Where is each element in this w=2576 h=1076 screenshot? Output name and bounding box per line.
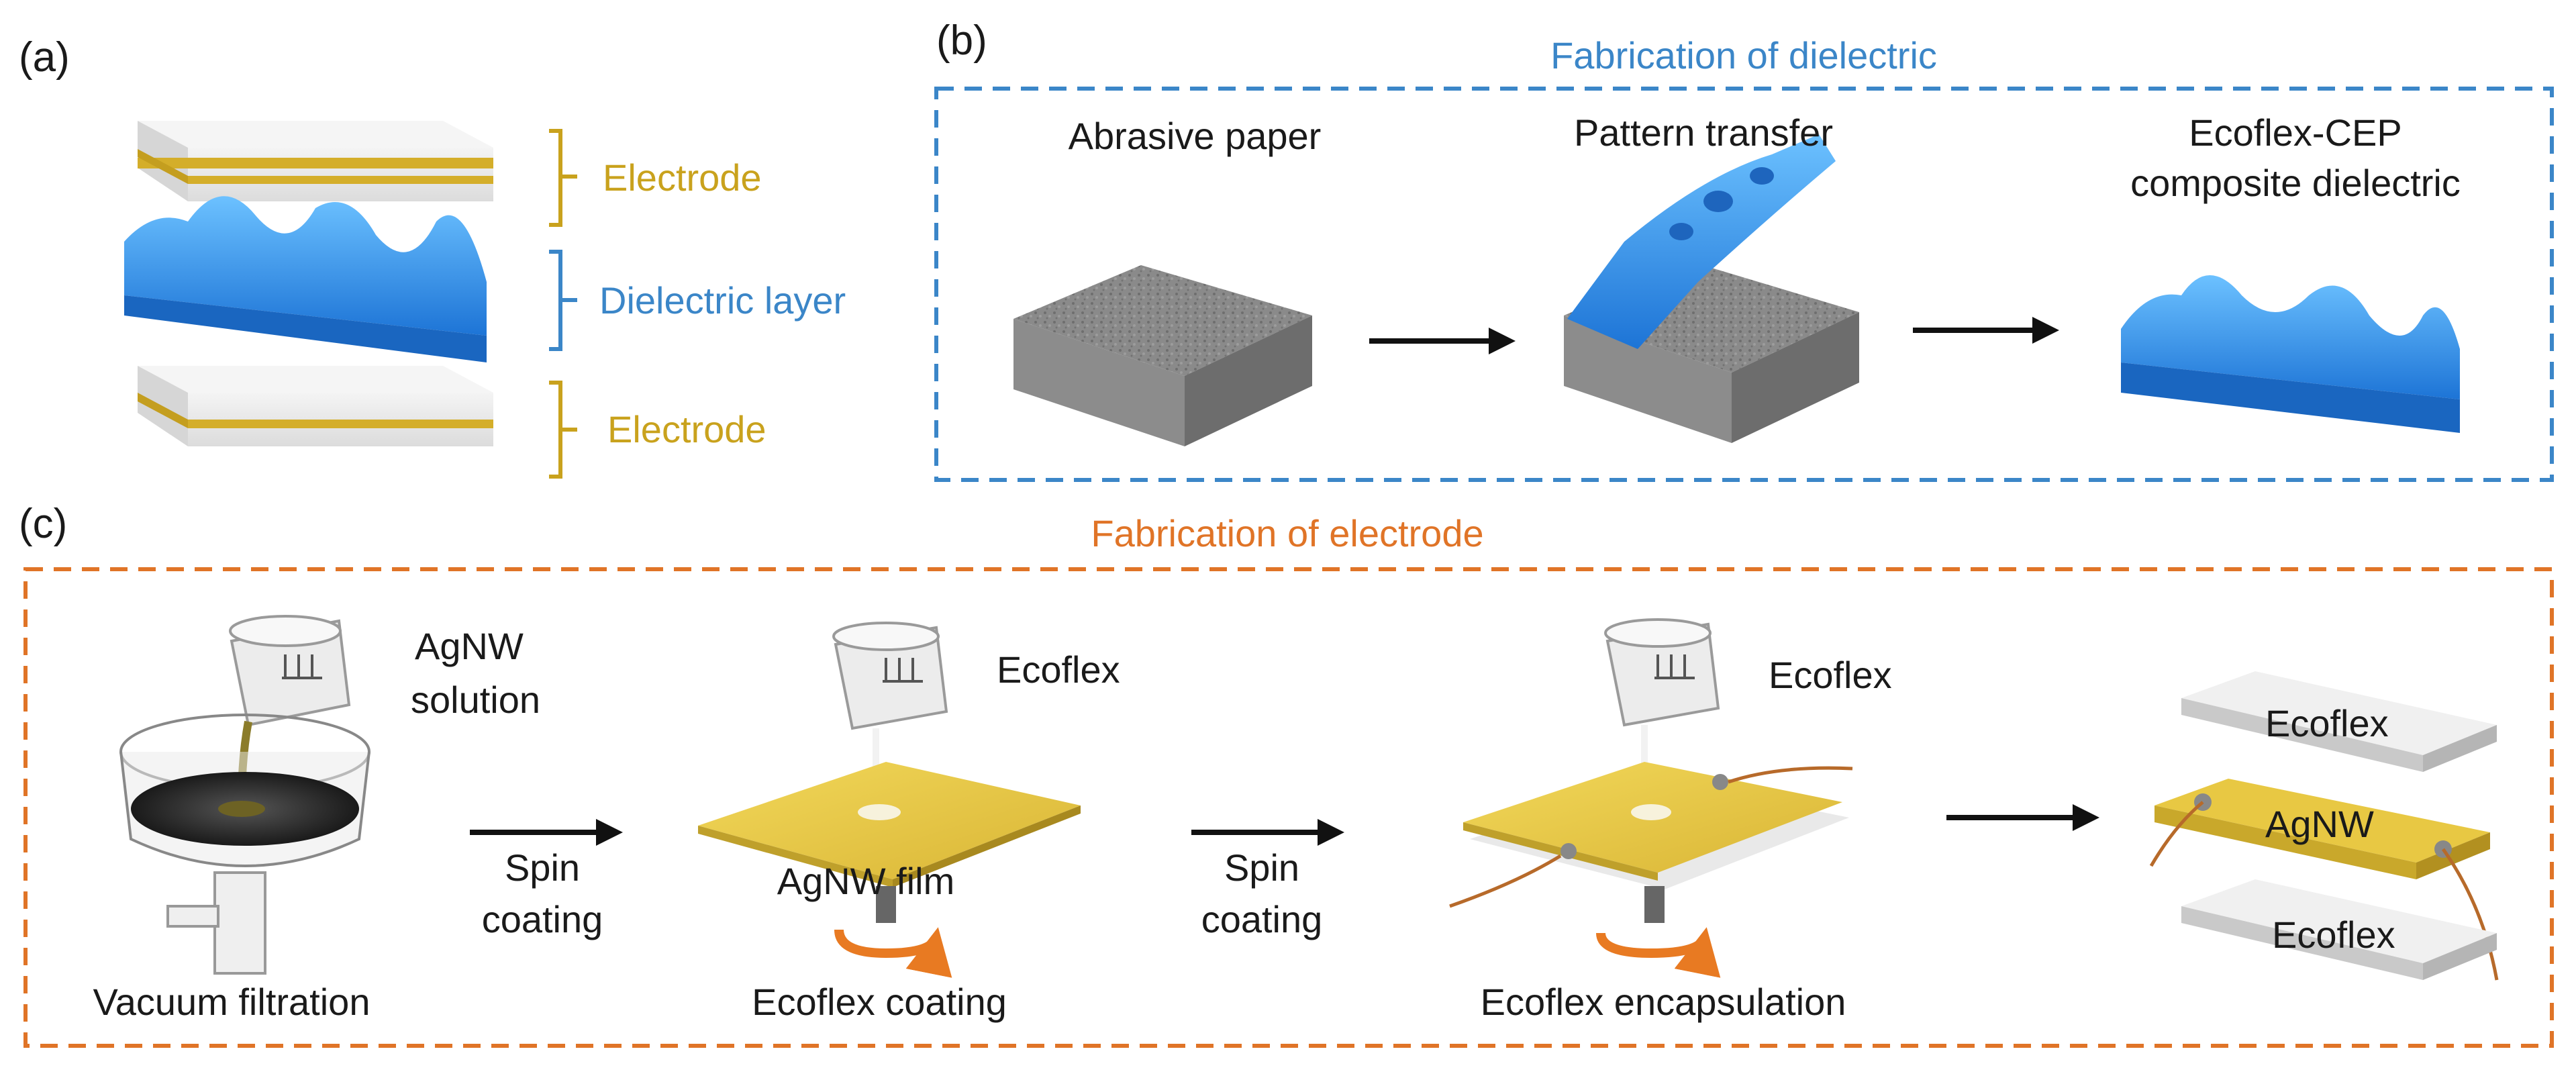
dielectric-box-title: Fabrication of dielectric [1550,34,1937,77]
agnw-solution-line2: solution [411,679,541,721]
spin-coating-1-line2: coating [481,898,603,940]
stack-agnw-label: AgNW [2265,803,2374,845]
dielectric-bracket [549,250,577,351]
top-electrode-sheet [138,121,493,201]
ecoflex-pour-1-label: Ecoflex [997,648,1120,691]
electrode-fabrication-box [23,567,2554,1048]
electrode-box-title: Fabrication of electrode [1091,512,1484,554]
agnw-film-sheet [698,762,1081,923]
spin-coating-1-line1: Spin [504,846,581,889]
ecoflex-beaker-icon-1 [832,622,948,730]
bottom-electrode-sheet [138,366,493,446]
abrasive-paper-block [1013,265,1312,446]
agnw-solution-line1: AgNW [415,625,524,667]
spin-coating-2-line2: coating [1201,898,1323,940]
panel-c-label: (c) [19,501,68,547]
agnw-beaker-icon [229,615,351,727]
spin-rotation-icon-1 [834,927,952,978]
abrasive-paper-label: Abrasive paper [1068,115,1322,157]
dielectric-layer-label: Dielectric layer [599,279,846,322]
ecoflex-encapsulation-label: Ecoflex encapsulation [1480,981,1846,1023]
dielectric-fabrication-box [934,87,2554,482]
pattern-transfer-block [1564,134,1859,443]
top-electrode-bracket [549,129,577,227]
agnw-film-label: AgNW film [777,860,955,902]
top-electrode-label: Electrode [603,156,762,199]
vacuum-funnel [119,714,370,975]
ecoflex-pour-2-label: Ecoflex [1769,654,1892,696]
spin-rotation-icon-2 [1596,927,1721,978]
ecoflex-coating-label: Ecoflex coating [752,981,1007,1023]
final-electrode-stack [2149,671,2499,981]
ecoflex-beaker-icon-2 [1604,618,1720,727]
encapsulated-film [1449,762,1853,923]
dielectric-layer-shape [124,196,487,362]
bottom-electrode-label: Electrode [607,408,766,450]
vacuum-filtration-label: Vacuum filtration [93,981,370,1023]
composite-label-line2: composite dielectric [2130,162,2461,204]
composite-dielectric-shape [2121,275,2460,433]
pattern-transfer-label: Pattern transfer [1574,111,1833,154]
spin-coating-2-line1: Spin [1224,846,1300,889]
composite-label-line1: Ecoflex-CEP [2189,111,2402,154]
bottom-electrode-bracket [549,381,577,479]
stack-bottom-ecoflex-label: Ecoflex [2272,914,2395,956]
panel-a-label: (a) [19,34,70,81]
stack-top-ecoflex-label: Ecoflex [2265,702,2389,744]
panel-b-label: (b) [936,17,987,64]
panel-a-stack [124,121,577,479]
